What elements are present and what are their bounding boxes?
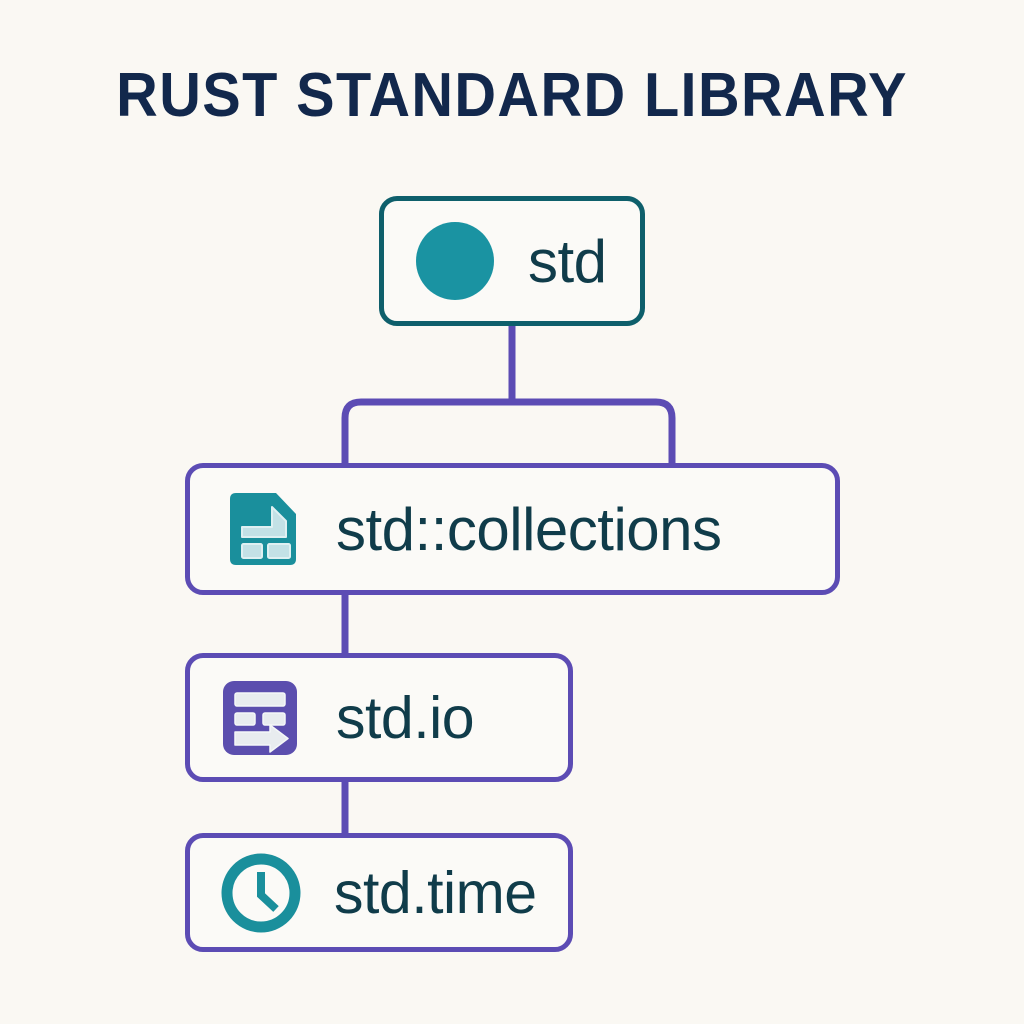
io-stream-arrow-icon (223, 680, 297, 755)
node-std[interactable]: std (379, 196, 645, 326)
node-time-label: std.time (334, 859, 537, 926)
node-collections[interactable]: std::collections (185, 463, 840, 595)
node-io[interactable]: std.io (185, 653, 573, 782)
node-time[interactable]: std.time (185, 833, 573, 952)
node-io-label: std.io (336, 684, 475, 751)
clock-icon (221, 853, 301, 932)
node-collections-label: std::collections (336, 495, 722, 563)
filled-circle-icon (416, 222, 494, 300)
edge-bracket-to-collections (341, 398, 676, 463)
node-std-label: std (528, 227, 607, 295)
page-title: RUST STANDARD LIBRARY (116, 61, 908, 130)
document-grid-icon (230, 493, 296, 565)
